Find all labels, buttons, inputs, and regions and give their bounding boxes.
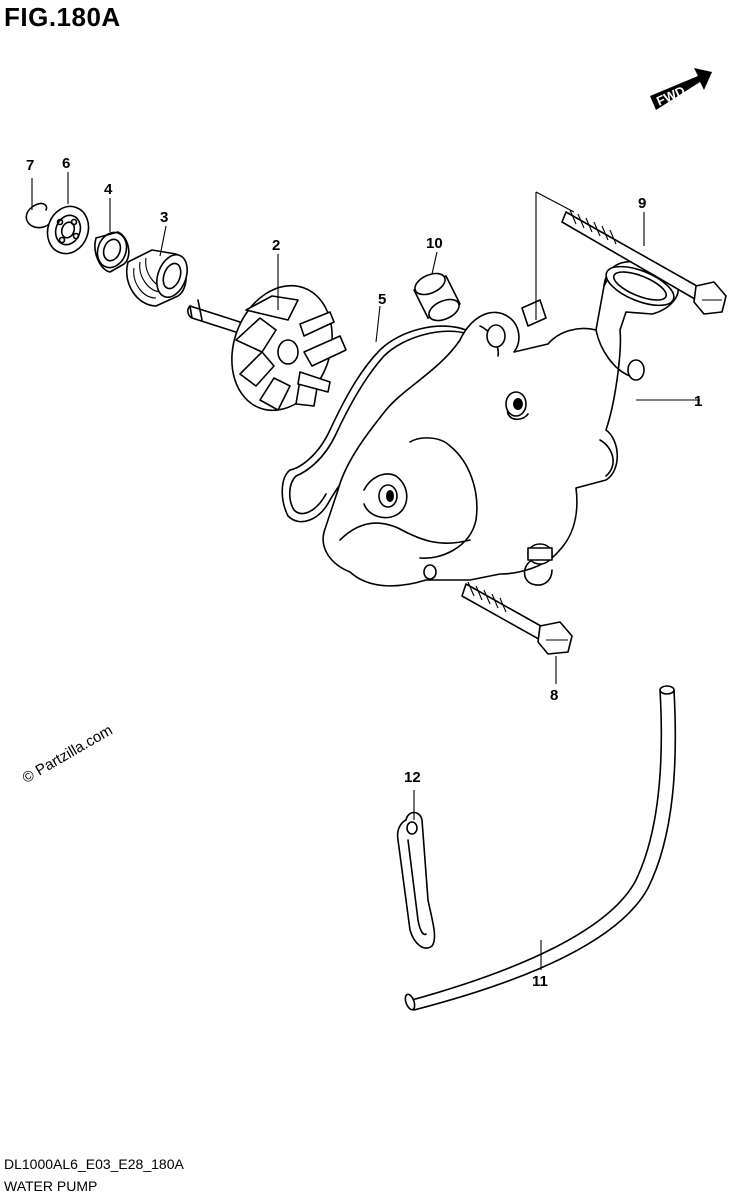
oil-seal-part-4 [94, 231, 130, 273]
hose-clamp-part-12 [396, 811, 436, 949]
gasket-part-5 [281, 325, 469, 523]
callout-2: 2 [272, 237, 280, 254]
figure-title: FIG.180A [4, 2, 121, 32]
callout-6: 6 [62, 155, 70, 172]
callout-10: 10 [426, 235, 443, 252]
callout-5: 5 [378, 291, 386, 308]
callout-4: 4 [104, 181, 113, 198]
pump-case-part-1 [322, 260, 679, 587]
fwd-arrow-icon: FWD [650, 68, 712, 110]
dowel-pin-part-10 [413, 272, 461, 322]
callout-9: 9 [638, 195, 646, 212]
callout-1: 1 [694, 393, 702, 410]
callout-3: 3 [160, 209, 168, 226]
callout-11: 11 [532, 973, 548, 990]
long-bolt-part-9 [561, 209, 727, 315]
short-bolt-part-8 [461, 581, 573, 655]
figure-code: DL1000AL6_E03_E28_180A [4, 1156, 184, 1172]
callout-12: 12 [404, 769, 421, 786]
leader-lines [31, 172, 700, 970]
bearing-part-6 [46, 205, 90, 255]
fwd-label: FWD [654, 83, 687, 109]
callout-8: 8 [550, 687, 558, 704]
mechanical-seal-part-3 [125, 249, 188, 307]
callout-7: 7 [26, 157, 34, 174]
hose-part-11 [404, 685, 677, 1011]
figure-name: WATER PUMP [4, 1178, 98, 1194]
impeller-part-2 [187, 284, 347, 412]
